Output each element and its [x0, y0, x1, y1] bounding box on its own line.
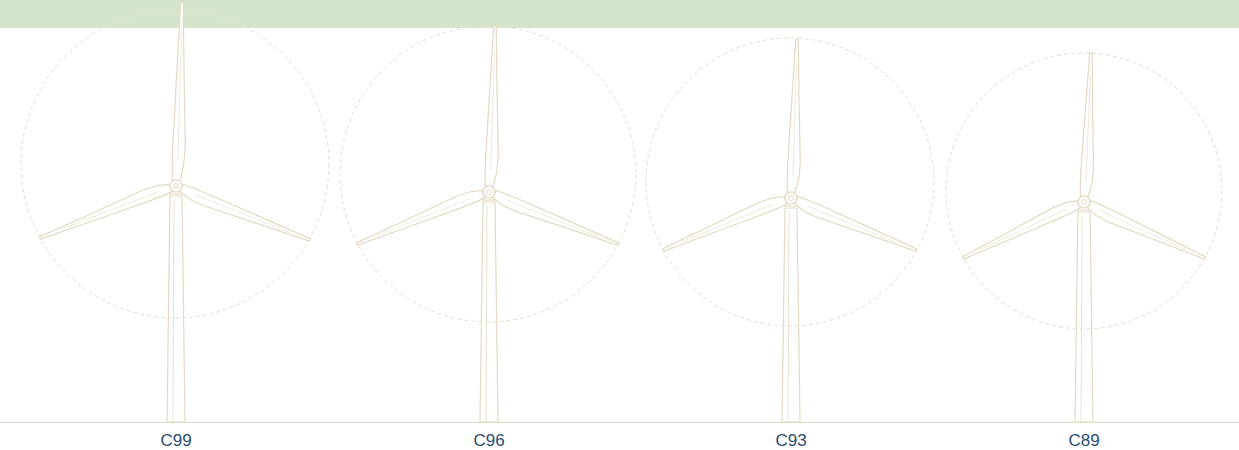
blade-spar [377, 198, 471, 235]
model-label: C89 [1068, 431, 1099, 450]
hub [483, 186, 495, 198]
tower-seam [486, 206, 487, 422]
blade-spar [178, 30, 182, 161]
blade [795, 197, 917, 252]
ground-line [0, 422, 1239, 423]
tower-seam [1081, 216, 1082, 422]
blade [40, 184, 172, 239]
blade-spar [1086, 75, 1090, 181]
hub [170, 180, 182, 192]
blade-spar [808, 206, 897, 242]
blade-spar [491, 51, 495, 169]
blade-spar [507, 200, 599, 236]
hub [1078, 196, 1090, 208]
hub-cap [487, 190, 492, 195]
hub [785, 192, 797, 204]
blade [1088, 201, 1206, 259]
tower [480, 202, 498, 422]
model-label: C99 [160, 431, 191, 450]
blade [180, 185, 310, 242]
blade [1080, 53, 1093, 196]
blade-spar [1101, 211, 1187, 250]
tower [782, 208, 800, 422]
hub-cap [1082, 200, 1087, 205]
rotor-circle [946, 53, 1222, 329]
blade [172, 2, 185, 180]
blade [357, 191, 485, 246]
blade [787, 39, 800, 192]
hub-cap [174, 184, 179, 189]
tower-seam [788, 212, 789, 422]
blade [963, 201, 1081, 259]
model-label: C93 [775, 431, 806, 450]
hub-cap [789, 196, 794, 201]
blade-spar [60, 192, 156, 229]
blade [493, 191, 618, 246]
tower-seam [173, 200, 174, 422]
blade [485, 26, 498, 186]
blade-spar [682, 204, 773, 241]
blade [663, 197, 787, 252]
blade-spar [194, 194, 289, 232]
tower [1075, 212, 1093, 422]
blade-spar [793, 63, 797, 176]
blade-spar [981, 209, 1067, 249]
tower [167, 196, 185, 422]
rotor-circle [340, 26, 636, 322]
rotor-circle [646, 38, 934, 326]
top-band [0, 0, 1239, 28]
model-label: C96 [473, 431, 504, 450]
